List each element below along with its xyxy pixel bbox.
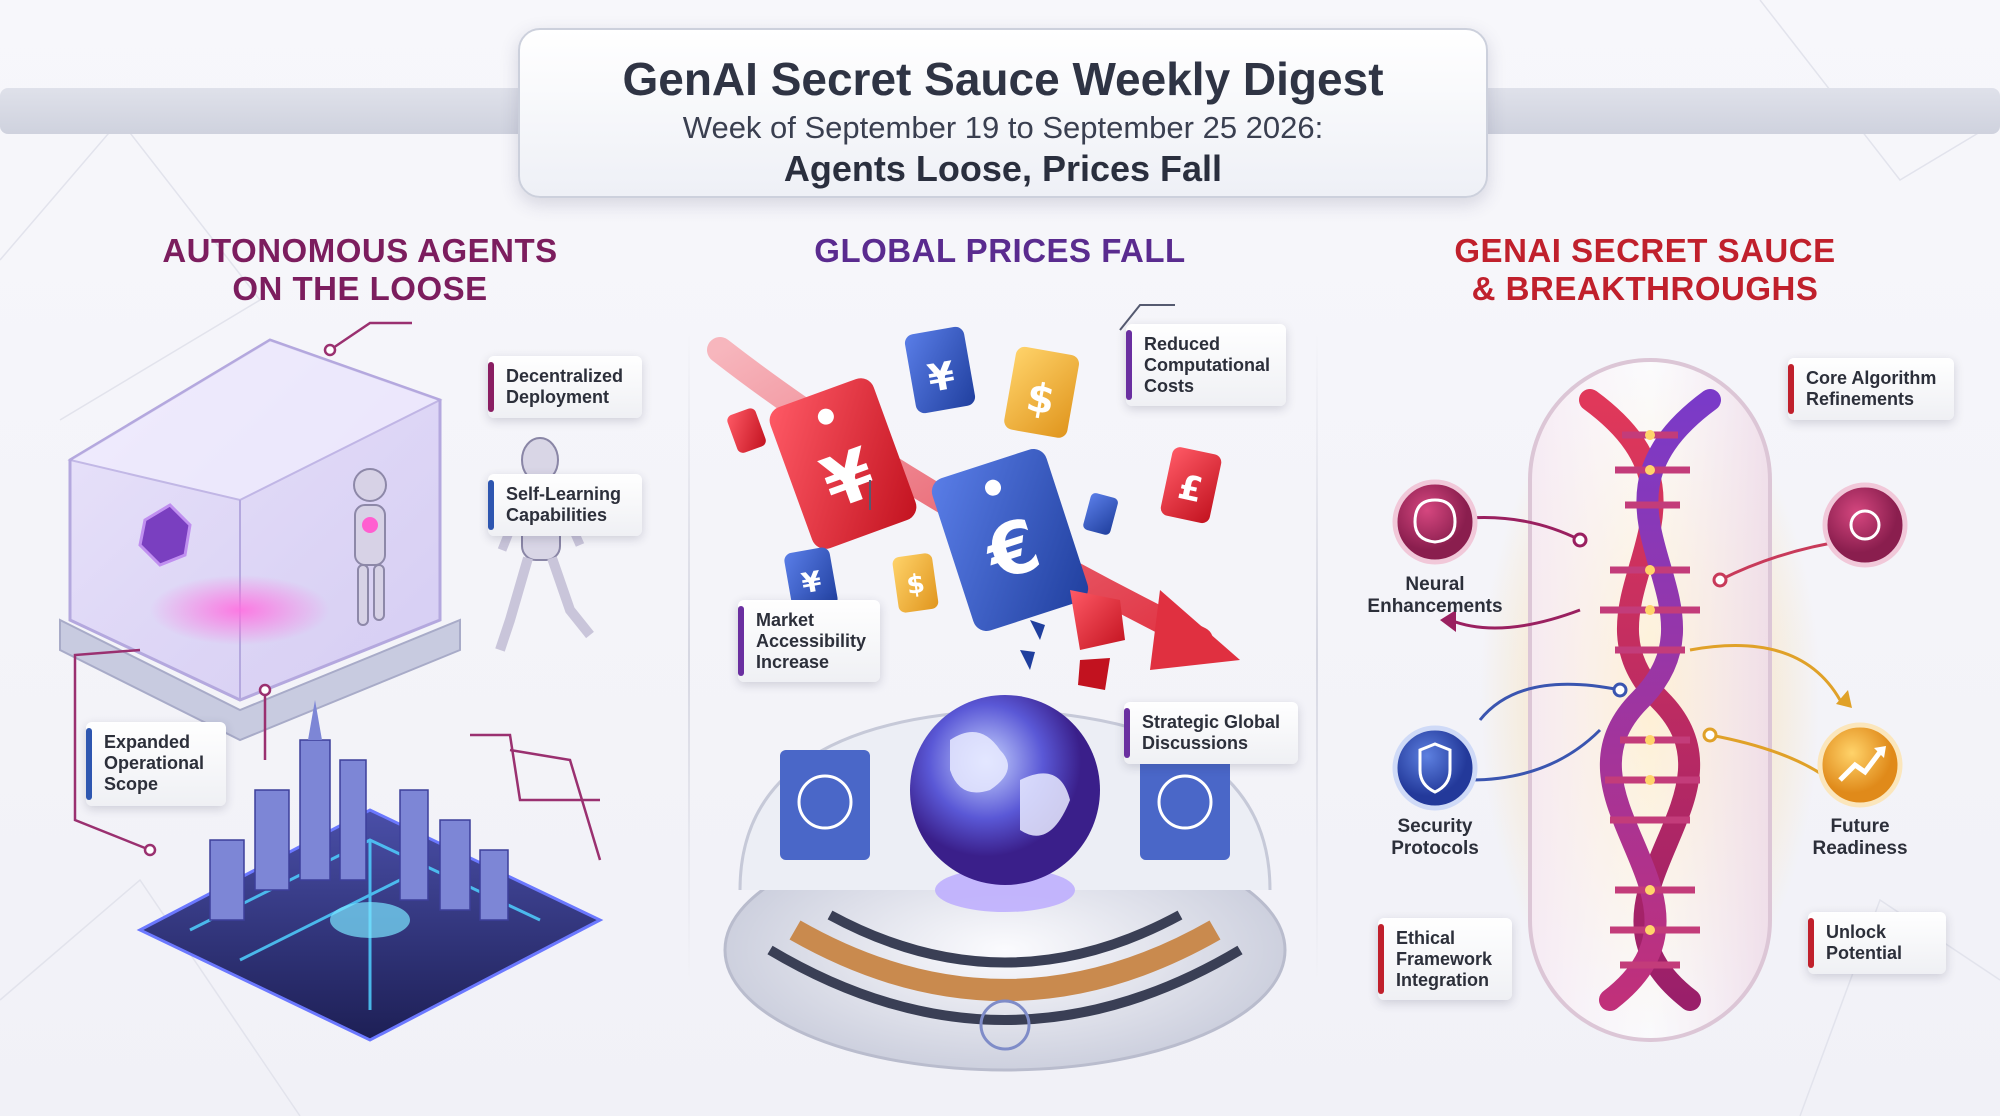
growth-icon: [1817, 722, 1903, 808]
network-icon: [1822, 482, 1908, 568]
node-label-neural: Neural Enhancements: [1364, 574, 1506, 618]
heading-global-prices: GLOBAL PRICES FALL: [760, 232, 1240, 270]
header-bar-left: [0, 88, 540, 134]
callout-ethical-framework: Ethical Framework Integration: [1378, 918, 1512, 1000]
callout-line: Refinements: [1806, 389, 1915, 409]
node-label-line: Enhancements: [1367, 596, 1503, 617]
callout-line: Framework: [1396, 949, 1493, 969]
callout-line: Market: [756, 610, 815, 630]
heading-line: & BREAKTHROUGHS: [1471, 270, 1819, 307]
tag-dollar-small: $: [905, 569, 927, 601]
callout-strategic-discussions: Strategic Global Discussions: [1124, 702, 1298, 764]
heading-line: GLOBAL PRICES FALL: [814, 232, 1186, 269]
callout-line: Self-Learning: [506, 484, 622, 504]
callout-line: Operational: [104, 753, 205, 773]
callout-line: Scope: [104, 774, 159, 794]
callout-line: Computational: [1144, 355, 1270, 375]
callout-line: Deployment: [506, 387, 610, 407]
callout-line: Increase: [756, 652, 830, 672]
node-label-security: Security Protocols: [1364, 816, 1506, 860]
heading-secret-sauce: GENAI SECRET SAUCE & BREAKTHROUGHS: [1400, 232, 1890, 308]
heading-line: AUTONOMOUS AGENTS: [162, 232, 558, 269]
callout-line: Decentralized: [506, 366, 624, 386]
callout-line: Unlock: [1826, 922, 1887, 942]
callout-unlock-potential: Unlock Potential: [1808, 912, 1946, 974]
callout-line: Accessibility: [756, 631, 867, 651]
callout-expanded-scope: Expanded Operational Scope: [86, 722, 226, 806]
node-label-future: Future Readiness: [1790, 816, 1930, 860]
callout-market-accessibility: Market Accessibility Increase: [738, 600, 880, 682]
callout-decentralized-deployment: Decentralized Deployment: [488, 356, 642, 418]
page-title: GenAI Secret Sauce Weekly Digest: [622, 53, 1384, 105]
node-label-line: Future: [1830, 816, 1890, 837]
header-bar-right: [1460, 88, 2000, 134]
divider-left: [688, 330, 690, 980]
callout-line: Expanded: [104, 732, 191, 752]
callout-line: Integration: [1396, 970, 1489, 990]
node-label-line: Neural: [1405, 574, 1465, 595]
heading-autonomous-agents: AUTONOMOUS AGENTS ON THE LOOSE: [120, 232, 600, 308]
callout-reduced-costs: Reduced Computational Costs: [1126, 324, 1286, 406]
callout-line: Costs: [1144, 376, 1195, 396]
page-tagline: Agents Loose, Prices Fall: [783, 148, 1223, 189]
shield-icon: [1392, 725, 1478, 811]
breakthroughs-illustration: [1392, 358, 1908, 1042]
callout-line: Core Algorithm: [1806, 368, 1937, 388]
callout-line: Discussions: [1142, 733, 1249, 753]
agents-illustration: [59, 321, 604, 1042]
brain-icon: [1392, 479, 1478, 565]
callout-line: Potential: [1826, 943, 1903, 963]
callout-line: Strategic Global: [1142, 712, 1281, 732]
heading-line: ON THE LOOSE: [232, 270, 488, 307]
callout-core-algorithm: Core Algorithm Refinements: [1788, 358, 1954, 420]
callout-line: Ethical: [1396, 928, 1456, 948]
header-box: GenAI Secret Sauce Weekly Digest Week of…: [518, 28, 1488, 198]
prices-illustration: ¥ ¥ $ € £ ¥ $: [707, 304, 1287, 1072]
heading-line: GENAI SECRET SAUCE: [1454, 232, 1836, 269]
node-label-line: Protocols: [1391, 838, 1479, 859]
page-subtitle: Week of September 19 to September 25 202…: [682, 110, 1324, 145]
callout-line: Capabilities: [506, 505, 608, 525]
node-label-line: Readiness: [1812, 838, 1908, 859]
callout-self-learning: Self-Learning Capabilities: [488, 474, 642, 536]
divider-right: [1316, 330, 1318, 980]
callout-line: Reduced: [1144, 334, 1221, 354]
node-label-line: Security: [1397, 816, 1473, 837]
